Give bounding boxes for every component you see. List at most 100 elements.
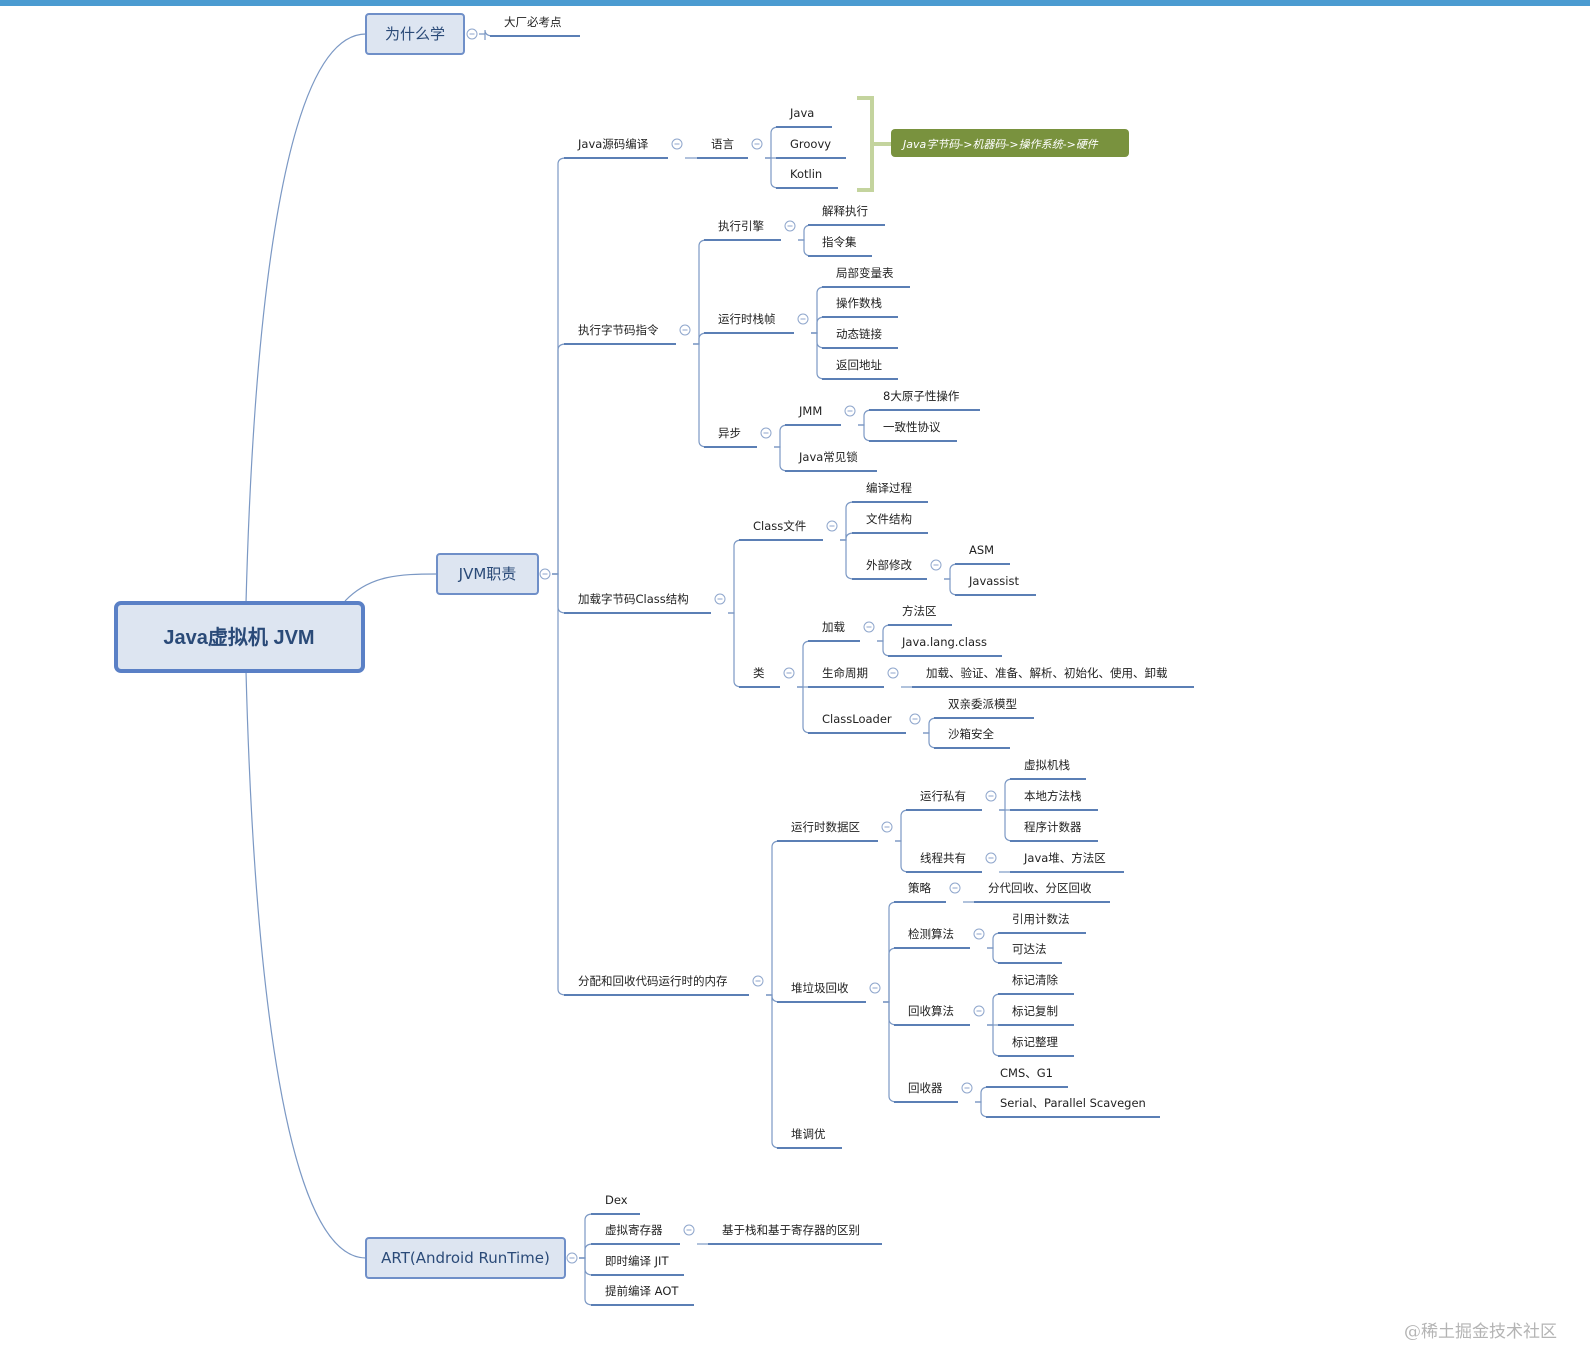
node-collectors[interactable]: 回收器 [908, 1081, 943, 1095]
node-kotlin[interactable]: Kotlin [790, 167, 822, 181]
node-parent-delegation[interactable]: 双亲委派模型 [948, 697, 1017, 711]
node-lifecycle-steps[interactable]: 加载、验证、准备、解析、初始化、使用、卸载 [926, 666, 1168, 680]
node-heap-gc-collapse-button[interactable] [869, 982, 881, 994]
node-art-box[interactable] [365, 1237, 566, 1279]
node-lifecycle-collapse-button[interactable] [887, 667, 899, 679]
node-stack-vs-register[interactable]: 基于栈和基于寄存器的区别 [722, 1223, 860, 1237]
node-jvm-duties-box[interactable] [436, 553, 539, 595]
node-heap-method-area[interactable]: Java堆、方法区 [1023, 851, 1106, 865]
node-virtual-register-collapse-button[interactable] [683, 1224, 695, 1236]
node-thread-private-collapse-button[interactable] [985, 790, 997, 802]
node-jvm-duties-collapse-button[interactable] [539, 568, 551, 580]
node-why-learn-collapse-button[interactable] [466, 28, 478, 40]
node-stack-frame-collapse-button[interactable] [797, 313, 809, 325]
node-virtual-register[interactable]: 虚拟寄存器 [605, 1223, 663, 1237]
node-exec-engine[interactable]: 执行引擎 [718, 219, 764, 233]
node-detect-algo-collapse-button[interactable] [973, 928, 985, 940]
node-method-area[interactable]: 方法区 [902, 604, 937, 618]
node-java-lang-class[interactable]: Java.lang.class [901, 635, 987, 649]
node-java-locks[interactable]: Java常见锁 [798, 450, 858, 464]
node-load-class[interactable]: 加载字节码Class结构 [578, 592, 689, 606]
node-native-stack[interactable]: 本地方法栈 [1024, 789, 1082, 803]
node-memory-collapse-button[interactable] [752, 975, 764, 987]
node-thread-shared-collapse-button[interactable] [985, 852, 997, 864]
node-gc-algo[interactable]: 回收算法 [908, 1004, 954, 1018]
node-sandbox[interactable]: 沙箱安全 [948, 727, 994, 741]
node-java[interactable]: Java [789, 106, 814, 120]
node-thread-private[interactable]: 运行私有 [920, 789, 966, 803]
node-exec-engine-collapse-button[interactable] [784, 220, 796, 232]
node-classloader-collapse-button[interactable] [909, 713, 921, 725]
node-jmm-collapse-button[interactable] [844, 405, 856, 417]
why-child-label[interactable]: 大厂必考点 [504, 15, 562, 29]
node-gc-algo-collapse-button[interactable] [973, 1005, 985, 1017]
edge-cl-pd [923, 717, 938, 734]
node-stack-frame[interactable]: 运行时栈帧 [718, 312, 776, 326]
window-top-bar [0, 0, 1590, 6]
node-serial-parallel[interactable]: Serial、Parallel Scavegen [1000, 1096, 1146, 1110]
node-mark-sweep[interactable]: 标记清除 [1012, 973, 1058, 987]
node-strategy[interactable]: 策略 [908, 881, 931, 895]
node-classloader[interactable]: ClassLoader [822, 712, 892, 726]
node-external-modify[interactable]: 外部修改 [866, 558, 912, 572]
edge-frame-f1 [811, 316, 826, 334]
node-instruction-set[interactable]: 指令集 [822, 235, 857, 249]
root-node-box[interactable] [114, 601, 365, 673]
node-jmm[interactable]: JMM [798, 404, 822, 418]
node-java-compile-collapse-button[interactable] [671, 138, 683, 150]
node-mark-compact[interactable]: 标记整理 [1012, 1035, 1058, 1049]
node-exec-bytecode-collapse-button[interactable] [679, 324, 691, 336]
node-class-file[interactable]: Class文件 [753, 519, 806, 533]
node-generational[interactable]: 分代回收、分区回收 [988, 881, 1092, 895]
node-class-collapse-button[interactable] [783, 667, 795, 679]
node-vm-stack[interactable]: 虚拟机栈 [1024, 758, 1070, 772]
node-runtime-data-area[interactable]: 运行时数据区 [791, 820, 860, 834]
node-program-counter[interactable]: 程序计数器 [1024, 820, 1082, 834]
node-interpret[interactable]: 解释执行 [822, 204, 868, 218]
node-dex[interactable]: Dex [605, 1193, 628, 1207]
node-file-structure[interactable]: 文件结构 [866, 512, 912, 526]
node-runtime-data-area-collapse-button[interactable] [881, 821, 893, 833]
node-memory[interactable]: 分配和回收代码运行时的内存 [578, 974, 728, 988]
node-external-modify-collapse-button[interactable] [930, 559, 942, 571]
node-async-collapse-button[interactable] [760, 427, 772, 439]
node-jit[interactable]: 即时编译 JIT [605, 1254, 669, 1268]
node-language[interactable]: 语言 [711, 137, 734, 151]
callout-box[interactable] [891, 129, 1129, 157]
node-collectors-collapse-button[interactable] [961, 1082, 973, 1094]
node-ref-count[interactable]: 引用计数法 [1012, 912, 1070, 926]
node-lifecycle[interactable]: 生命周期 [822, 666, 868, 680]
node-heap-tuning[interactable]: 堆调优 [791, 1127, 826, 1141]
edge-async-jmm [774, 424, 789, 448]
node-exec-bytecode[interactable]: 执行字节码指令 [578, 323, 659, 337]
node-loading[interactable]: 加载 [822, 620, 845, 634]
node-aot[interactable]: 提前编译 AOT [605, 1284, 679, 1298]
node-why-learn-box[interactable] [365, 13, 465, 55]
node-heap-gc[interactable]: 堆垃圾回收 [791, 981, 849, 995]
node-asm[interactable]: ASM [969, 543, 994, 557]
node-cms-g1[interactable]: CMS、G1 [1000, 1066, 1053, 1080]
node-coherence[interactable]: 一致性协议 [883, 420, 941, 434]
node-compile-process[interactable]: 编译过程 [866, 481, 912, 495]
node-class-file-collapse-button[interactable] [826, 520, 838, 532]
node-loading-collapse-button[interactable] [863, 621, 875, 633]
node-javassist[interactable]: Javassist [968, 574, 1019, 588]
node-local-vars[interactable]: 局部变量表 [836, 266, 894, 280]
node-atomic-ops[interactable]: 8大原子性操作 [883, 389, 960, 403]
node-art-collapse-button[interactable] [566, 1252, 578, 1264]
node-language-collapse-button[interactable] [751, 138, 763, 150]
node-return-addr[interactable]: 返回地址 [836, 358, 882, 372]
node-async[interactable]: 异步 [718, 426, 741, 440]
node-reachability[interactable]: 可达法 [1012, 942, 1047, 956]
node-detect-algo[interactable]: 检测算法 [908, 927, 954, 941]
node-mark-copy[interactable]: 标记复制 [1012, 1004, 1058, 1018]
node-operand-stack[interactable]: 操作数栈 [836, 296, 882, 310]
node-class[interactable]: 类 [753, 666, 765, 680]
edge-cl-sb [923, 732, 938, 749]
node-dynamic-link[interactable]: 动态链接 [836, 327, 882, 341]
node-groovy[interactable]: Groovy [790, 137, 831, 151]
node-thread-shared[interactable]: 线程共有 [920, 851, 966, 865]
node-load-class-collapse-button[interactable] [714, 593, 726, 605]
node-strategy-collapse-button[interactable] [949, 882, 961, 894]
node-java-compile[interactable]: Java源码编译 [577, 137, 649, 151]
